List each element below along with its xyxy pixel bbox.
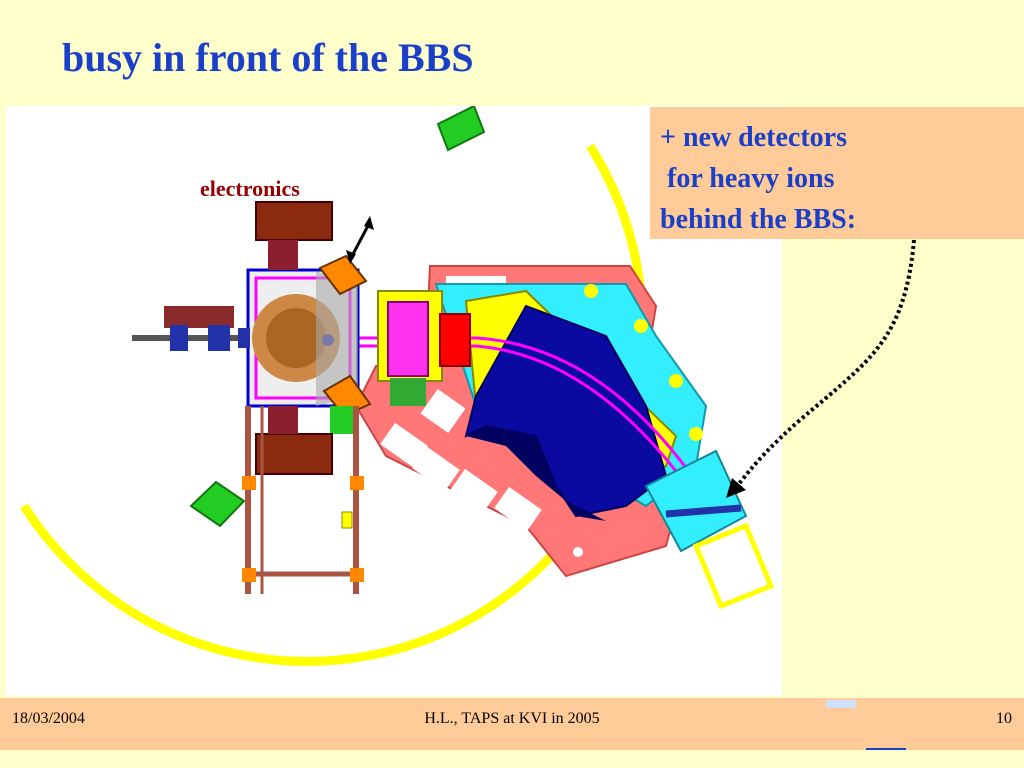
motion-arrow bbox=[350, 221, 372, 257]
footer-date: 18/03/2004 bbox=[12, 710, 85, 727]
green-stand bbox=[390, 378, 426, 406]
nav-highlight bbox=[826, 700, 856, 708]
beam-path-1 bbox=[336, 336, 708, 497]
bbs-setup-drawing bbox=[20, 106, 775, 666]
green-block-left bbox=[189, 480, 246, 528]
new-detectors-callout: + new detectors for heavy ions behind th… bbox=[650, 107, 1024, 239]
footer-title: H.L., TAPS at KVI in 2005 bbox=[424, 710, 600, 727]
rear-detector-box bbox=[644, 449, 748, 553]
rear-yellow-frame bbox=[692, 522, 775, 610]
callout-line-3: behind the BBS: bbox=[660, 204, 857, 235]
magenta-quadrupole bbox=[387, 301, 429, 377]
bbs-magnet-side bbox=[466, 426, 606, 521]
beam-path-2 bbox=[336, 344, 698, 499]
orange-detector-top bbox=[318, 254, 368, 296]
page-number: 10 bbox=[996, 710, 1012, 727]
callout-line-2: for heavy ions bbox=[660, 163, 835, 194]
slide-title: busy in front of the BBS bbox=[62, 35, 474, 80]
brown-block-left bbox=[164, 306, 234, 328]
electronics-rack-top bbox=[255, 201, 333, 241]
nav-link[interactable] bbox=[866, 700, 906, 750]
electronics-label: electronics bbox=[200, 176, 300, 201]
detector-plane bbox=[665, 504, 742, 518]
electronics-rack-bottom bbox=[255, 433, 333, 475]
green-block-top bbox=[436, 106, 486, 152]
callout-line-1: + new detectors bbox=[660, 122, 848, 153]
red-element bbox=[439, 313, 471, 367]
